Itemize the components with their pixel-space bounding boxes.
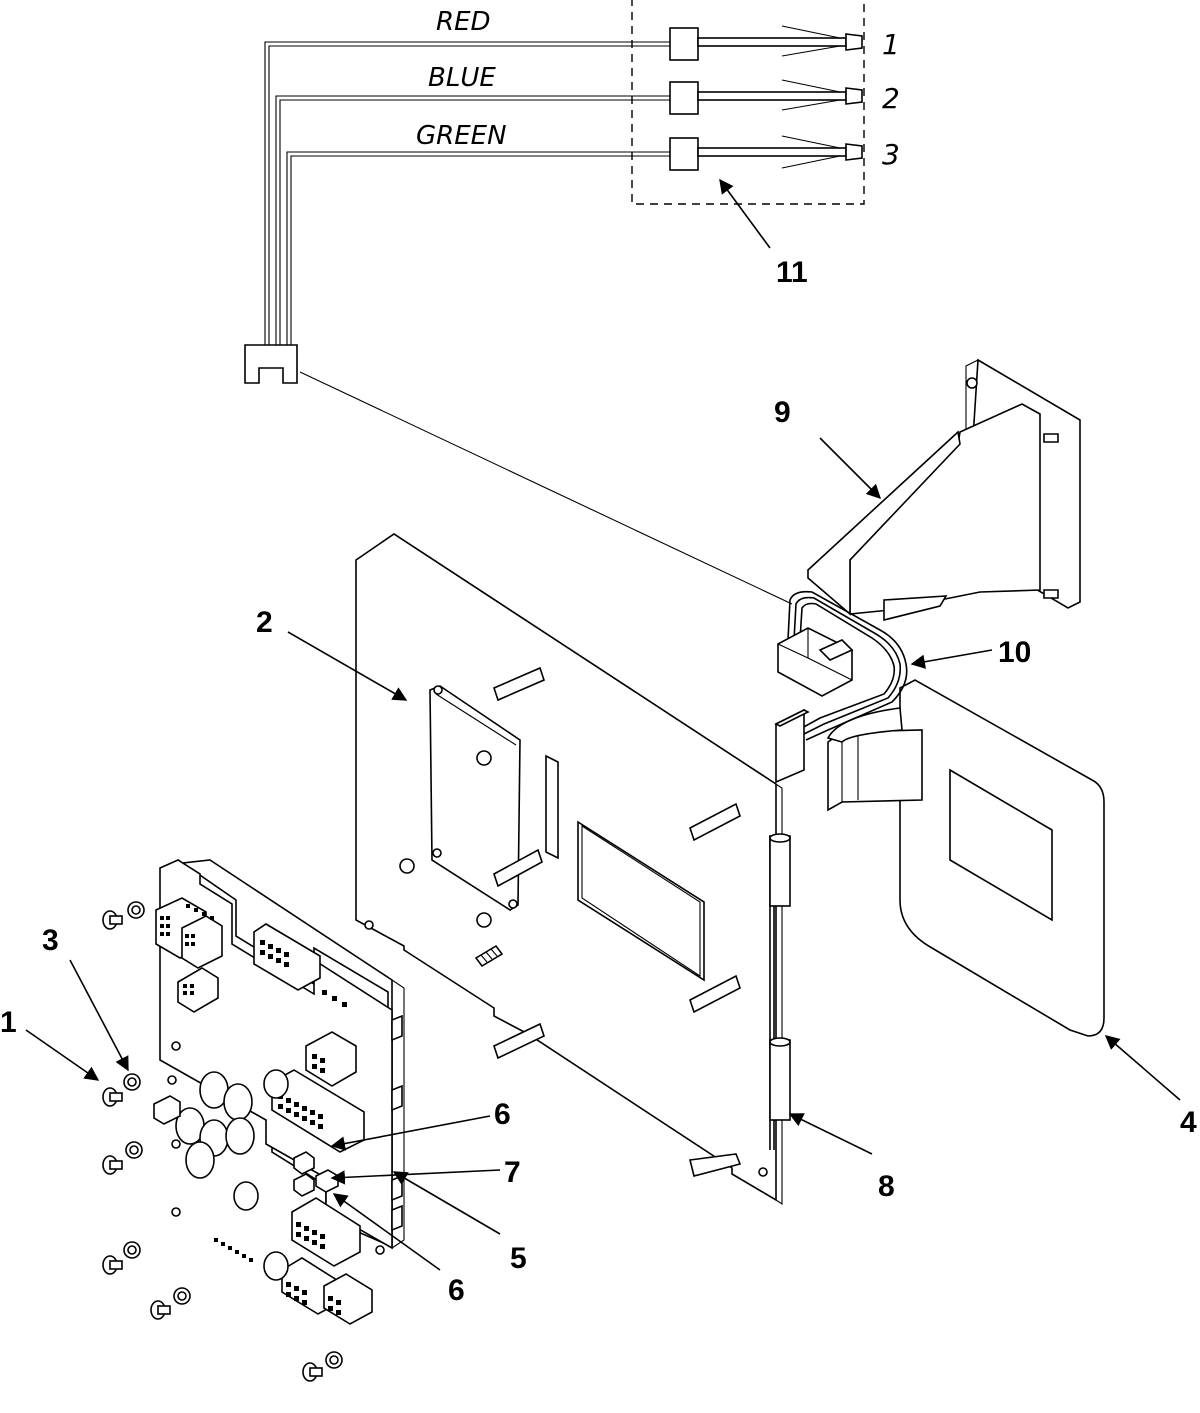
screw-4 bbox=[102, 1241, 141, 1275]
screws-and-washers bbox=[102, 901, 343, 1382]
pin-label-2: 2 bbox=[882, 82, 900, 115]
callout-5: 5 bbox=[510, 1242, 527, 1275]
harness-plug bbox=[244, 344, 298, 384]
terminal-pin-2 bbox=[697, 79, 863, 111]
wire-label-red: RED bbox=[436, 7, 491, 37]
chassis-plate bbox=[355, 533, 783, 1206]
callout-1: 1 bbox=[0, 1006, 17, 1039]
screw-1 bbox=[102, 901, 145, 930]
callout-6b: 6 bbox=[448, 1274, 465, 1307]
mounting-bracket bbox=[807, 358, 1081, 622]
green-wire bbox=[286, 151, 670, 345]
screw-2 bbox=[102, 1073, 141, 1107]
red-wire bbox=[264, 41, 670, 345]
terminal-pin-3 bbox=[697, 135, 863, 169]
leader-lines bbox=[25, 178, 1181, 1271]
blue-wire bbox=[275, 95, 670, 345]
screw-3 bbox=[102, 1141, 143, 1175]
screw-5 bbox=[150, 1287, 191, 1320]
transformer bbox=[826, 679, 1105, 1037]
callout-4: 4 bbox=[1180, 1106, 1197, 1139]
hinge bbox=[769, 833, 791, 1150]
cable-assembly bbox=[774, 590, 908, 784]
callout-3: 3 bbox=[42, 924, 59, 957]
terminal-pin-1 bbox=[697, 25, 863, 57]
callout-9: 9 bbox=[774, 396, 791, 429]
wire-label-green: GREEN bbox=[416, 121, 507, 151]
callout-6a: 6 bbox=[494, 1098, 511, 1131]
callout-2: 2 bbox=[256, 606, 273, 639]
circuit-board bbox=[153, 859, 405, 1325]
callout-11: 11 bbox=[776, 256, 808, 289]
callout-8: 8 bbox=[878, 1170, 895, 1203]
callout-7: 7 bbox=[504, 1156, 521, 1189]
callout-10: 10 bbox=[998, 636, 1031, 669]
pin-label-3: 3 bbox=[882, 138, 900, 171]
callout-labels: 1 2 3 4 5 6 6 7 8 9 10 11 bbox=[0, 256, 1197, 1307]
plug-leader-line bbox=[299, 371, 793, 605]
screw-6 bbox=[302, 1351, 343, 1382]
connector-boundary bbox=[631, 0, 865, 205]
wire-label-blue: BLUE bbox=[428, 63, 496, 93]
pin-label-1: 1 bbox=[882, 28, 900, 61]
wire-harness: RED BLUE GREEN 1 2 3 bbox=[244, 0, 900, 384]
